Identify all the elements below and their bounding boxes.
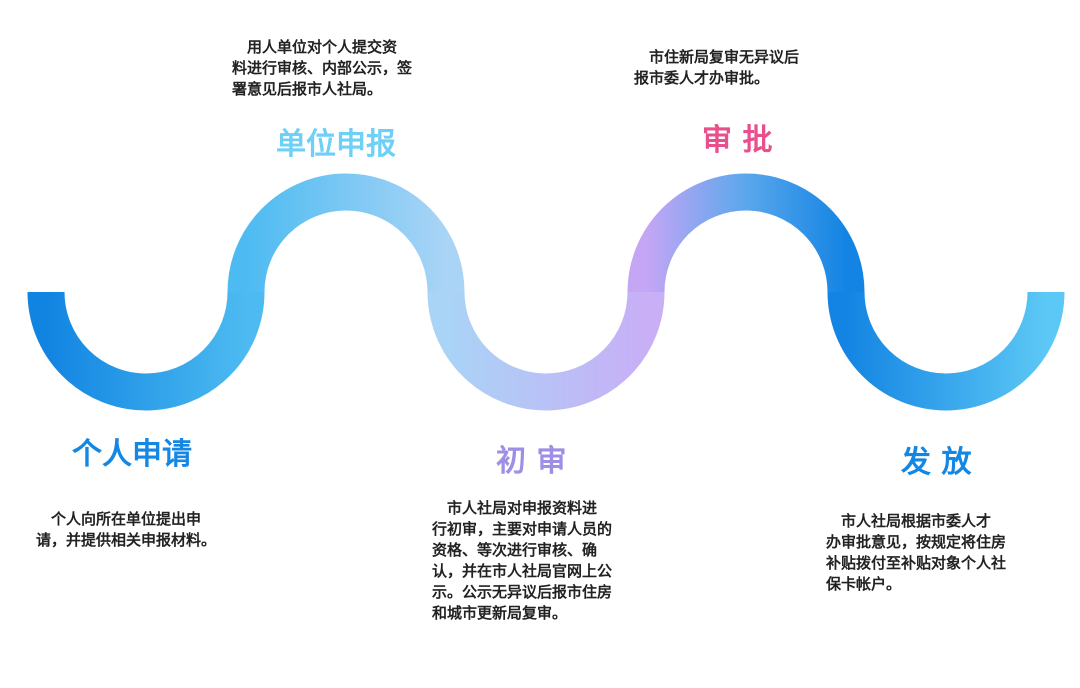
step-title-disbursement: 发 放 <box>901 445 972 480</box>
desc-line: 料进行审核、内部公示，签 <box>232 59 413 77</box>
wave-segment-2 <box>227 173 465 293</box>
desc-line: 用人单位对个人提交资 <box>247 38 398 56</box>
step-desc-preliminary-review: 市人社局对申报资料进 行初审，主要对申请人员的 资格、等次进行审核、确 认，并在… <box>432 498 612 624</box>
desc-line: 市人社局对申报资料进 <box>447 499 598 517</box>
wave-segment-1 <box>27 291 265 411</box>
wave-segment-5 <box>827 291 1065 411</box>
desc-line: 示。公示无异议后报市住房 <box>432 583 613 601</box>
desc-line: 行初审，主要对申请人员的 <box>432 520 613 538</box>
step-title-personal-application: 个人申请 <box>72 437 192 472</box>
desc-line: 市住新局复审无异议后 <box>649 48 800 66</box>
desc-line: 资格、等次进行审核、确 <box>432 541 598 559</box>
wave-segment-4 <box>627 173 865 293</box>
step-desc-disbursement: 市人社局根据市委人才 办审批意见，按规定将住房 补贴拨付至补贴对象个人社 保卡帐… <box>826 511 1006 595</box>
desc-line: 办审批意见，按规定将住房 <box>826 533 1007 551</box>
step-title-approval: 审 批 <box>702 123 773 158</box>
desc-line: 补贴拨付至补贴对象个人社 <box>826 554 1007 572</box>
desc-line: 报市委人才办审批。 <box>634 69 770 87</box>
step-title-unit-declaration: 单位申报 <box>276 127 396 162</box>
desc-line: 个人向所在单位提出申 <box>51 510 202 528</box>
step-desc-personal-application: 个人向所在单位提出申 请，并提供相关申报材料。 <box>36 509 216 551</box>
step-desc-approval: 市住新局复审无异议后 报市委人才办审批。 <box>634 47 799 89</box>
desc-line: 市人社局根据市委人才 <box>841 512 992 530</box>
step-title-preliminary-review: 初 审 <box>496 444 567 479</box>
desc-line: 署意见后报市人社局。 <box>232 80 383 98</box>
desc-line: 认，并在市人社局官网上公 <box>432 562 613 580</box>
wave-segment-3 <box>427 291 665 411</box>
desc-line: 请，并提供相关申报材料。 <box>36 531 217 549</box>
desc-line: 保卡帐户。 <box>826 575 902 593</box>
desc-line: 和城市更新局复审。 <box>432 604 568 622</box>
step-desc-unit-declaration: 用人单位对个人提交资 料进行审核、内部公示，签 署意见后报市人社局。 <box>232 37 412 100</box>
